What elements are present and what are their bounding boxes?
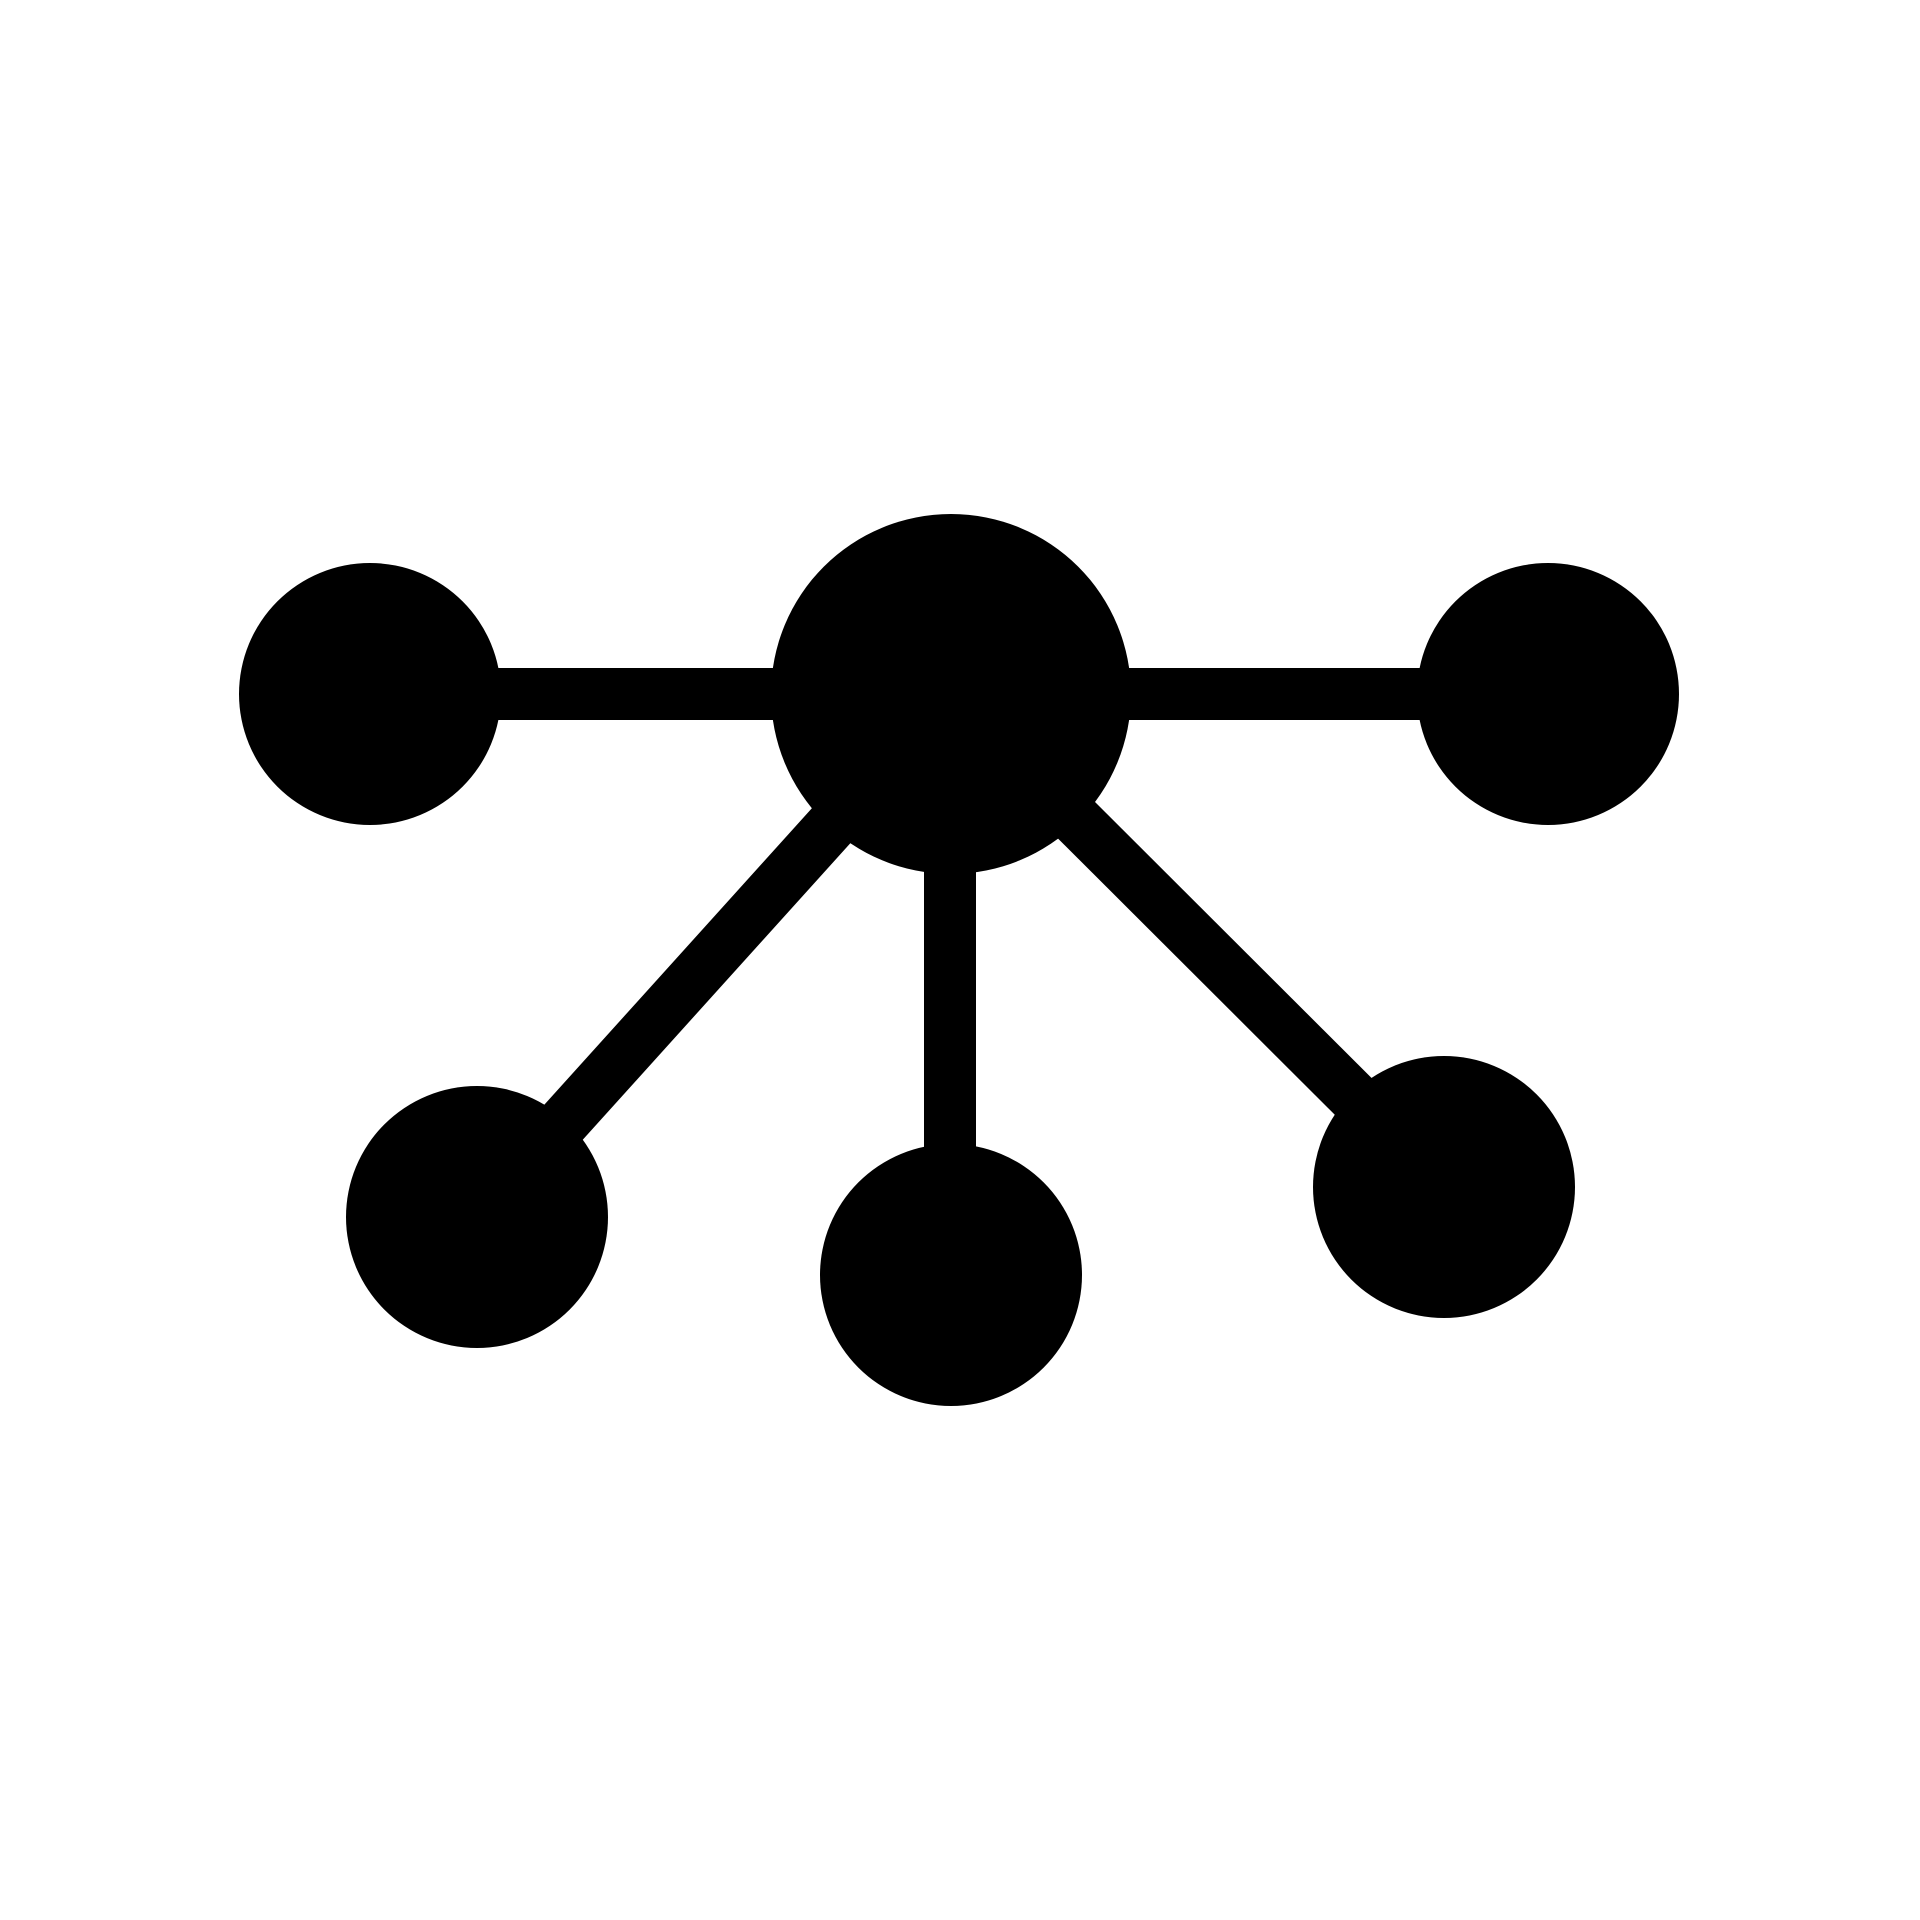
node-lower-right — [1313, 1056, 1575, 1318]
node-bottom — [820, 1144, 1082, 1406]
node-lower-left — [346, 1086, 608, 1348]
node-left — [239, 563, 501, 825]
node-right — [1417, 563, 1679, 825]
hub-node — [771, 514, 1131, 874]
nodes — [239, 514, 1679, 1406]
